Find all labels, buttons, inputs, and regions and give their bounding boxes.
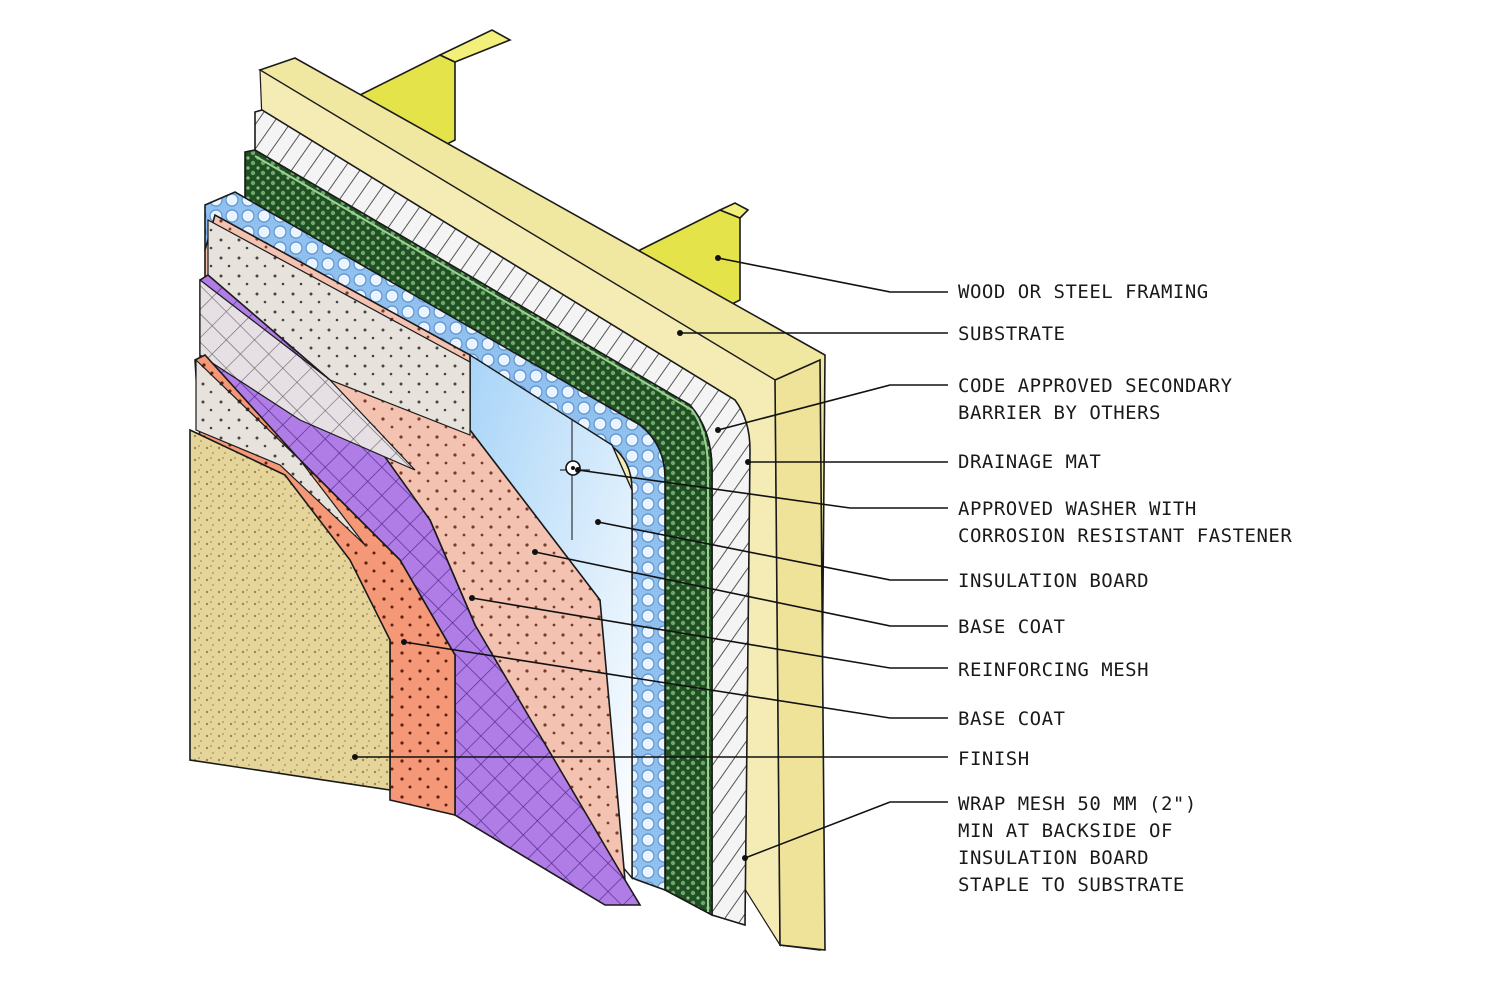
leader-lines xyxy=(352,255,948,861)
label-insulation-board: INSULATION BOARD xyxy=(958,570,1149,592)
leader-wrap-mesh xyxy=(744,801,948,859)
label-base-coat-1: BASE COAT xyxy=(958,616,1065,638)
label-base-coat-2: BASE COAT xyxy=(958,708,1065,730)
finish-layer xyxy=(189,428,391,791)
label-drainage-mat: DRAINAGE MAT xyxy=(958,451,1101,473)
leader-insulation xyxy=(597,521,948,581)
label-washer: APPROVED WASHER WITH CORROSION RESISTANT… xyxy=(958,498,1292,547)
leader-washer xyxy=(577,469,948,509)
leader-barrier xyxy=(717,384,948,431)
label-framing: WOOD OR STEEL FRAMING xyxy=(958,281,1209,303)
leader-base-coat-2 xyxy=(403,641,948,719)
leader-reinforcing-mesh xyxy=(471,597,948,669)
label-secondary-barrier: CODE APPROVED SECONDARY BARRIER BY OTHER… xyxy=(958,375,1245,424)
callout-labels: WOOD OR STEEL FRAMING SUBSTRATE CODE APP… xyxy=(958,281,1292,896)
leader-framing xyxy=(717,257,948,293)
label-finish: FINISH xyxy=(958,748,1030,770)
label-substrate: SUBSTRATE xyxy=(958,323,1065,345)
leader-base-coat-1 xyxy=(534,551,948,627)
label-reinforcing-mesh: REINFORCING MESH xyxy=(958,659,1149,681)
label-wrap-mesh: WRAP MESH 50 MM (2") MIN AT BACKSIDE OF … xyxy=(958,793,1209,896)
